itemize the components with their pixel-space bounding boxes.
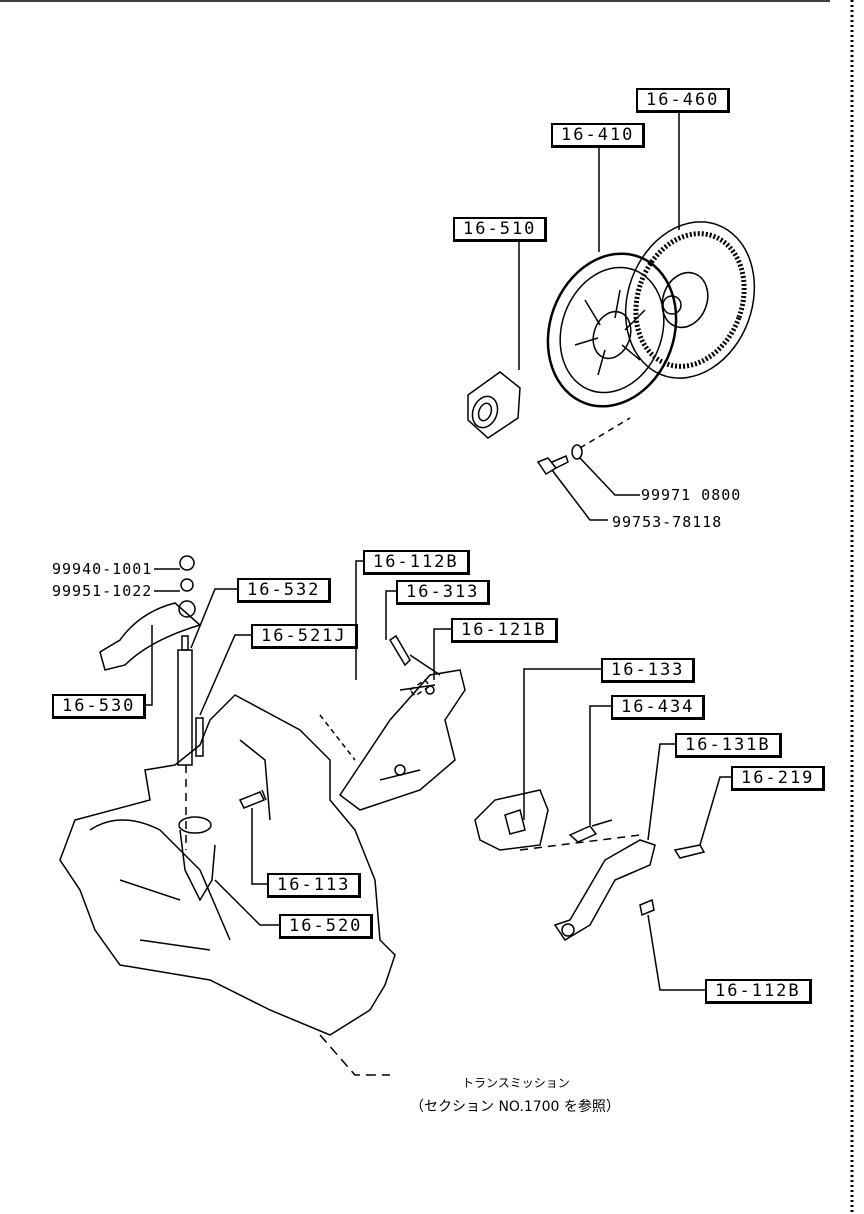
clutch-disc [624,221,756,379]
part-number-99951[interactable]: 99951-1022 [52,582,153,600]
part-label-16-434[interactable]: 16-434 [611,695,706,720]
release-bearing [467,371,521,439]
part-label-16-410[interactable]: 16-410 [551,123,646,148]
transmission-note: トランスミッション [462,1076,570,1090]
part-label-16-521j[interactable]: 16-521J [251,624,358,649]
part-label-16-131b[interactable]: 16-131B [675,733,782,758]
release-lever [99,555,202,706]
part-number-99940[interactable]: 99940-1001 [52,560,153,578]
part-label-16-112b-bottom[interactable]: 16-112B [705,979,812,1004]
part-label-16-313[interactable]: 16-313 [396,580,491,605]
part-label-16-112b-top[interactable]: 16-112B [363,550,470,575]
part-label-16-530[interactable]: 16-530 [52,694,147,719]
section-reference-note: （セクション NO.1700 を参照） [410,1099,620,1115]
bolt-washer [536,417,640,521]
part-label-16-460[interactable]: 16-460 [636,88,731,113]
part-label-16-520[interactable]: 16-520 [279,914,374,939]
part-number-99971[interactable]: 99971 0800 [641,486,742,504]
part-label-16-510[interactable]: 16-510 [453,217,548,242]
mount-bracket-right [474,668,731,991]
part-label-16-121b[interactable]: 16-121B [451,618,558,643]
part-label-16-532[interactable]: 16-532 [237,578,332,603]
part-number-99753[interactable]: 99753-78118 [612,513,723,531]
leader-lines-upper [518,110,680,370]
pressure-plate [546,252,678,408]
part-label-16-219[interactable]: 16-219 [731,766,826,791]
transmission-housing [59,694,396,1076]
part-label-16-113[interactable]: 16-113 [267,873,362,898]
part-label-16-133[interactable]: 16-133 [601,658,696,683]
